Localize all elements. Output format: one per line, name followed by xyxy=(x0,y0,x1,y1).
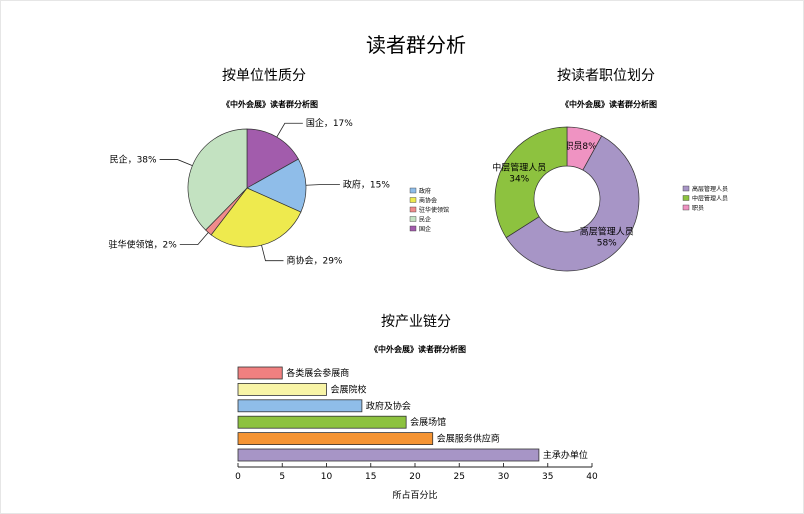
pie-leader-1 xyxy=(305,184,340,186)
pie-label-0: 国企，17% xyxy=(306,117,353,129)
bar-label-2: 政府及协会 xyxy=(366,400,411,412)
x-tick-label-4: 20 xyxy=(409,472,421,482)
donut-label-line: 职员8% xyxy=(564,141,597,152)
donut-slice-1 xyxy=(505,135,640,272)
donut-section-title: 按读者职位划分 xyxy=(557,67,655,84)
pie-leader-0 xyxy=(276,122,303,138)
donut-legend-label-1: 中层管理人员 xyxy=(692,195,728,203)
bar-label-3: 会展场馆 xyxy=(410,416,446,428)
bar-5 xyxy=(237,448,540,462)
pie-legend-label-4: 国企 xyxy=(419,225,431,233)
x-tick-label-0: 0 xyxy=(235,472,241,482)
pie-leader-3 xyxy=(179,232,209,246)
pie-chart-title: 《中外会展》读者群分析图 xyxy=(222,99,318,109)
pie-legend-label-3: 民企 xyxy=(419,216,431,224)
pie-legend-swatch-4 xyxy=(409,225,417,232)
x-tick-label-3: 15 xyxy=(365,472,376,482)
pie-legend-swatch-3 xyxy=(409,216,417,222)
x-tick-label-8: 40 xyxy=(586,472,598,482)
pie-legend-swatch-0 xyxy=(409,187,417,194)
page-title: 读者群分析 xyxy=(366,33,466,57)
x-tick-label-6: 30 xyxy=(498,472,510,482)
pie-label-2: 商协会，29% xyxy=(286,255,342,267)
bar-label-1: 会展院校 xyxy=(331,383,367,395)
bar-chart-title: 《中外会展》读者群分析图 xyxy=(370,344,466,354)
pie-slice-4 xyxy=(187,128,248,231)
pie-label-1: 政府，15% xyxy=(343,179,390,191)
pie-legend-swatch-2 xyxy=(409,206,417,213)
donut-label-line: 58% xyxy=(597,238,617,248)
pie-legend-swatch-1 xyxy=(409,197,417,203)
pie-legend-label-1: 商协会 xyxy=(419,197,437,205)
pie-legend-label-0: 政府 xyxy=(419,187,431,195)
pie-section-title: 按单位性质分 xyxy=(222,68,306,84)
pie-legend-label-2: 驻华使领馆 xyxy=(419,206,449,214)
bar-section-title: 按产业链分 xyxy=(381,314,451,330)
pie-slice-2 xyxy=(210,187,302,248)
donut-chart-title: 《中外会展》读者群分析图 xyxy=(561,99,657,109)
donut-legend-label-2: 职员 xyxy=(692,205,704,212)
donut-legend-swatch-0 xyxy=(682,185,690,192)
x-tick-label-2: 10 xyxy=(321,472,333,482)
donut-legend-label-0: 高层管理人员 xyxy=(692,185,728,193)
donut-label-line: 中层管理人员 xyxy=(492,162,546,174)
pie-leader-4 xyxy=(159,159,193,167)
bar-1 xyxy=(237,382,327,396)
x-tick-label-1: 5 xyxy=(279,472,285,482)
x-tick-label-5: 25 xyxy=(454,472,465,482)
donut-slice-2 xyxy=(494,126,568,239)
donut-label-0: 职员8% xyxy=(564,141,597,152)
bar-0 xyxy=(237,366,283,380)
pie-slice-1 xyxy=(246,158,307,213)
donut-label-line: 34% xyxy=(509,175,529,185)
x-axis-label: 所占百分比 xyxy=(392,489,437,501)
donut-label-line: 高层管理人员 xyxy=(580,225,634,237)
bar-label-4: 会展服务供应商 xyxy=(437,433,500,445)
donut-legend-swatch-1 xyxy=(682,195,690,201)
bar-4 xyxy=(237,432,434,446)
pie-leader-2 xyxy=(261,245,284,262)
pie-label-3: 驻华使领馆，2% xyxy=(109,239,178,251)
bar-3 xyxy=(237,415,407,429)
bar-label-0: 各类展会参展商 xyxy=(286,367,349,379)
x-tick-label-7: 35 xyxy=(542,472,553,482)
donut-legend-swatch-2 xyxy=(682,204,690,211)
pie-chart: 国企，17% 政府，15% 商协会，29% 驻华使领馆，2% 民企，38% 政府商协会驻华… xyxy=(109,117,449,266)
bar-label-5: 主承办单位 xyxy=(543,449,588,461)
pie-label-4: 民企，38% xyxy=(110,154,157,166)
bar-2 xyxy=(237,399,363,413)
